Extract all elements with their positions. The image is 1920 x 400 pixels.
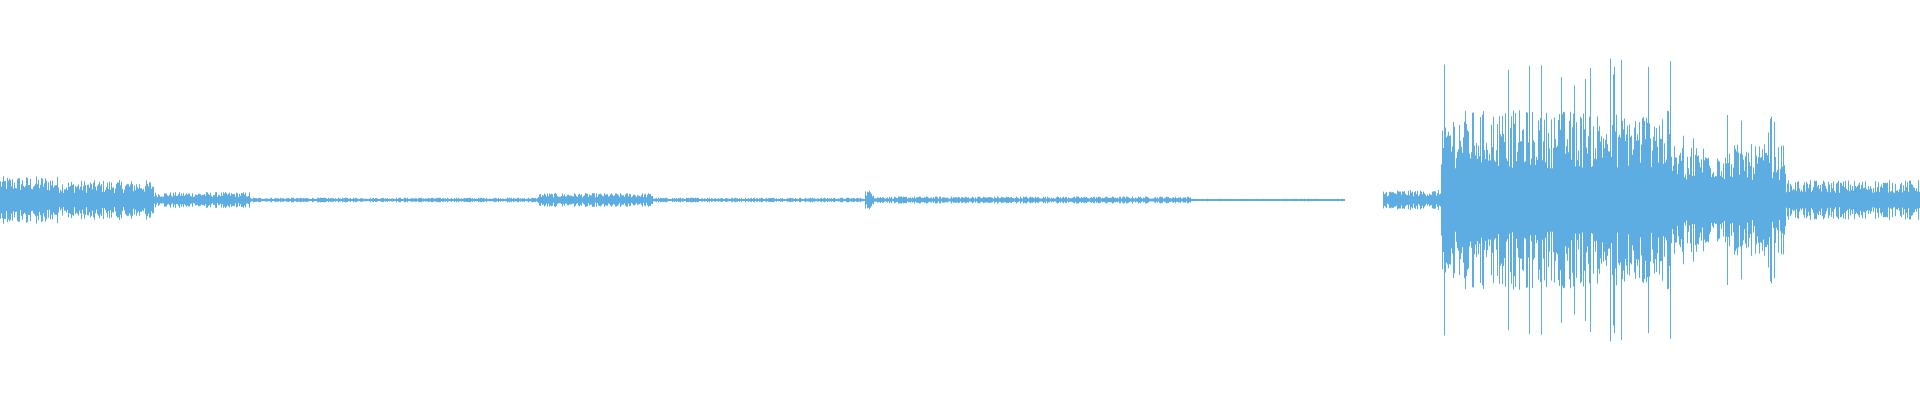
- waveform-bars: [0, 58, 1920, 342]
